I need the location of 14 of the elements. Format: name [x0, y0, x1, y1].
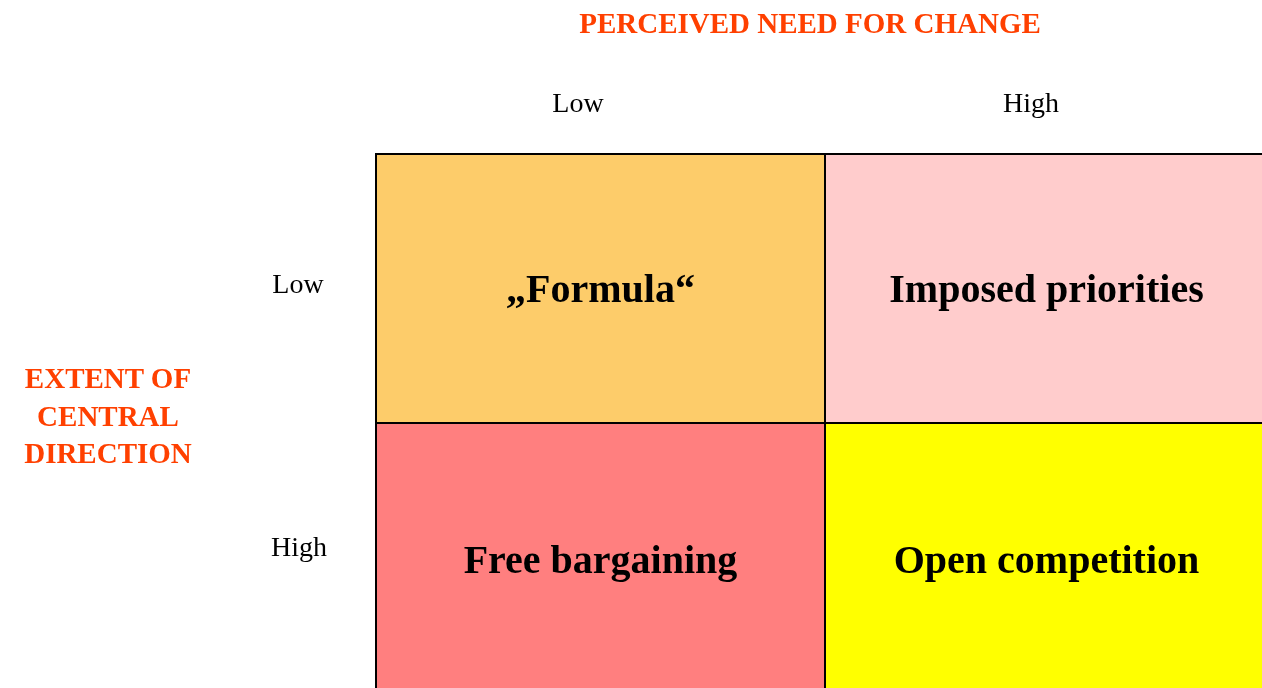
column-label: High — [1003, 87, 1059, 119]
quadrant-box — [824, 422, 1262, 688]
axis-title: EXTENT OF CENTRAL DIRECTION — [23, 361, 193, 472]
row-label: Low — [272, 268, 324, 300]
quadrant-box — [375, 422, 826, 688]
axis-title: PERCEIVED NEED FOR CHANGE — [579, 6, 1041, 40]
quadrant-label: Imposed priorities — [889, 264, 1204, 313]
quadrant-label: „Formula“ — [506, 264, 695, 313]
quadrant-label: Open competition — [893, 535, 1200, 584]
quadrant-label: Free bargaining — [463, 535, 738, 584]
quadrant-box — [375, 153, 826, 424]
quadrant-box — [824, 153, 1262, 424]
column-label: Low — [552, 87, 604, 119]
row-label: High — [271, 531, 327, 563]
